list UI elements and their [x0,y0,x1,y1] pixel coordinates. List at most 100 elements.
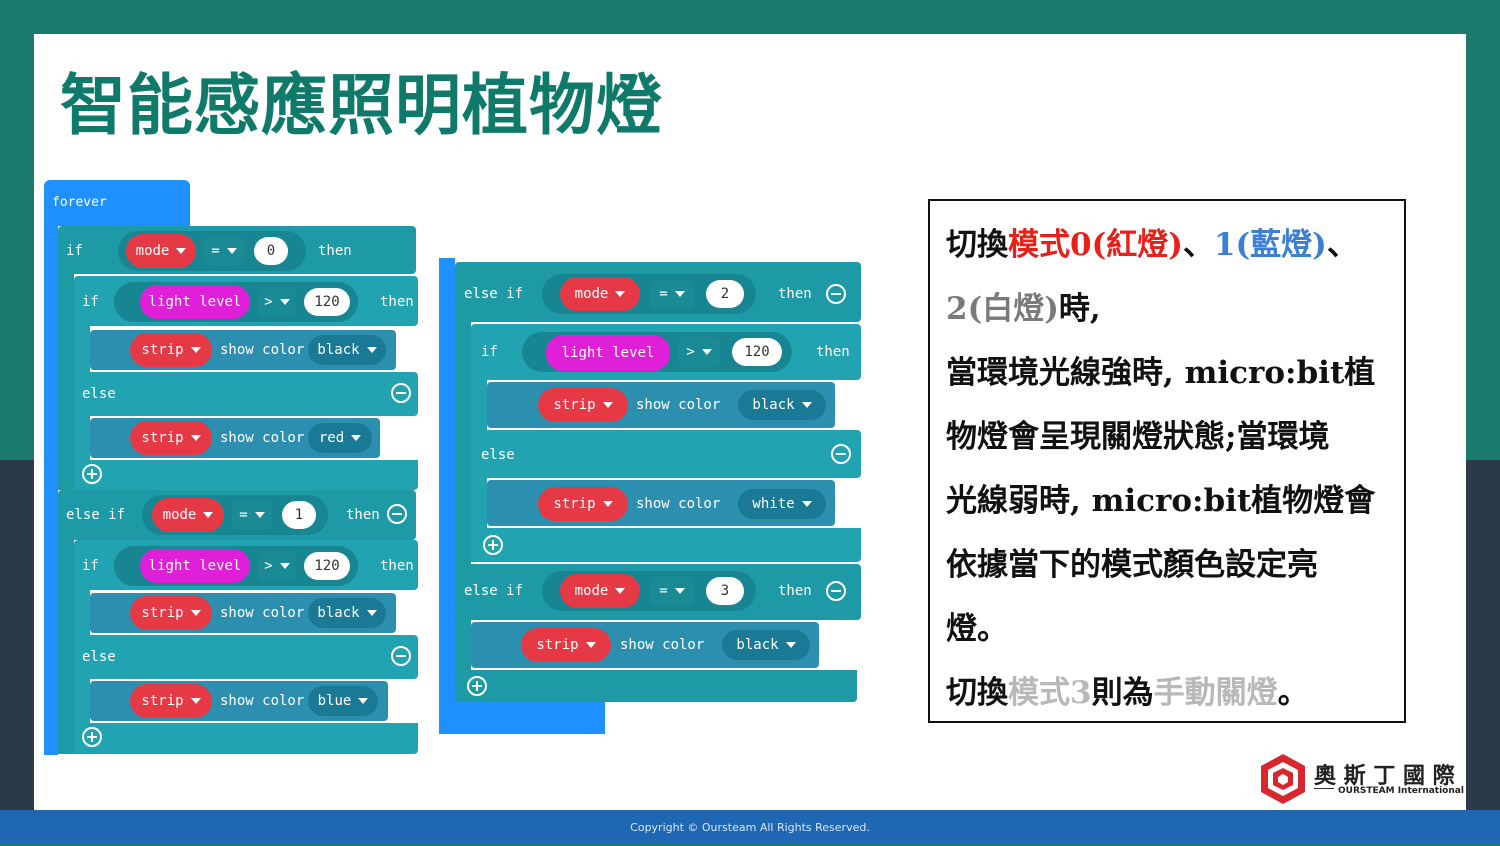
eq-operator[interactable]: = [650,576,694,606]
value-1[interactable]: 1 [282,501,316,529]
mode-3-text: 模式3 [1008,675,1092,711]
remove-branch-icon[interactable] [826,581,846,601]
then-label: then [346,507,380,523]
text-span: 。 [1277,675,1309,711]
else-if-arm [455,318,471,578]
gt-operator[interactable]: > [678,337,720,367]
text-line-2: 2(白燈)時, [946,283,1101,328]
forever-arm [44,220,58,755]
color-dropdown[interactable]: red [308,423,372,453]
add-branch-icon[interactable] [82,464,102,484]
gt-operator[interactable]: > [258,551,296,581]
value-0[interactable]: 0 [254,237,288,265]
then-label: then [380,558,414,574]
strip-variable[interactable]: strip [130,333,212,367]
color-label: black [317,342,360,358]
if-arm [58,270,74,490]
manual-off-text: 手動關燈 [1153,675,1278,711]
chevron-down-icon [190,347,201,353]
inner-if-end [74,723,418,754]
remove-branch-icon[interactable] [387,504,407,524]
chevron-down-icon [615,291,626,297]
mode-label: mode [574,286,609,302]
mode-variable[interactable]: mode [152,498,224,532]
show-color-label: show color [620,637,705,653]
color-dropdown[interactable]: black [308,598,386,628]
chevron-down-icon [279,563,290,569]
chevron-down-icon [176,248,187,254]
eq-operator[interactable]: = [232,500,272,530]
show-color-label: show color [220,693,305,709]
else-if-label: else if [464,286,524,302]
color-label: black [752,397,795,413]
color-label: black [317,605,360,621]
color-dropdown[interactable]: black [738,390,826,420]
then-label: then [380,294,414,310]
else-if-arm [58,536,74,754]
white-light-text: 白燈 [982,291,1045,327]
chevron-down-icon [366,347,377,353]
value-120[interactable]: 120 [304,288,350,316]
remove-else-icon[interactable] [391,383,411,403]
color-dropdown[interactable]: black [722,630,810,660]
remove-branch-icon[interactable] [826,284,846,304]
strip-variable[interactable]: strip [538,388,628,422]
light-level-sensor[interactable]: light level [140,549,250,583]
add-branch-icon[interactable] [483,535,503,555]
remove-else-icon[interactable] [391,646,411,666]
color-dropdown[interactable]: black [308,335,386,365]
color-label: white [752,496,795,512]
color-dropdown[interactable]: blue [308,686,378,716]
chevron-down-icon [674,291,685,297]
chevron-down-icon [602,402,613,408]
chevron-down-icon [190,698,201,704]
text-line-7: 燈。 [946,611,1008,647]
mode-variable[interactable]: mode [560,277,640,311]
text-span: 切換 [946,675,1008,711]
strip-variable[interactable]: strip [130,421,212,455]
logo-english: OURSTEAM International [1338,786,1464,796]
strip-variable[interactable]: strip [521,628,611,662]
chevron-down-icon [585,642,596,648]
color-dropdown[interactable]: white [738,489,826,519]
eq-operator[interactable]: = [204,236,244,266]
gt-label: > [264,294,273,310]
add-branch-icon[interactable] [467,676,487,696]
show-color-label: show color [636,397,721,413]
gt-label: > [686,344,695,360]
chevron-down-icon [358,698,369,704]
value-120[interactable]: 120 [732,338,782,366]
gt-operator[interactable]: > [258,287,296,317]
inner-if-end [471,528,861,562]
text-span: 、 [1326,227,1358,263]
strip-variable[interactable]: strip [130,684,212,718]
gt-label: > [264,558,273,574]
text-line-1: 切換模式0(紅燈)、1(藍燈)、 [946,219,1358,264]
light-level-sensor[interactable]: light level [546,335,670,371]
value-2[interactable]: 2 [706,280,744,308]
strip-variable[interactable]: strip [130,596,212,630]
else-block [74,372,418,416]
text-span: ) [1044,291,1059,327]
mode-variable[interactable]: mode [560,574,640,608]
then-label: then [318,243,352,259]
remove-else-icon[interactable] [831,444,851,464]
color-label: black [736,637,779,653]
strip-variable[interactable]: strip [538,487,628,521]
value-3[interactable]: 3 [706,577,744,605]
eq-operator[interactable]: = [650,279,694,309]
inner-if-end [74,460,418,490]
strip-label: strip [141,605,184,621]
footer-copyright: Copyright © Oursteam All Rights Reserved… [0,810,1500,844]
chevron-down-icon [801,501,812,507]
value-120[interactable]: 120 [304,552,350,580]
add-branch-icon[interactable] [82,727,102,747]
mode-variable[interactable]: mode [126,234,196,268]
light-level-sensor[interactable]: light level [140,285,250,319]
if-label: if [66,243,83,259]
chevron-down-icon [351,435,362,441]
forever-block[interactable] [44,180,190,226]
text-span: 、 [1182,227,1214,263]
strip-label: strip [141,430,184,446]
chevron-down-icon [279,299,290,305]
